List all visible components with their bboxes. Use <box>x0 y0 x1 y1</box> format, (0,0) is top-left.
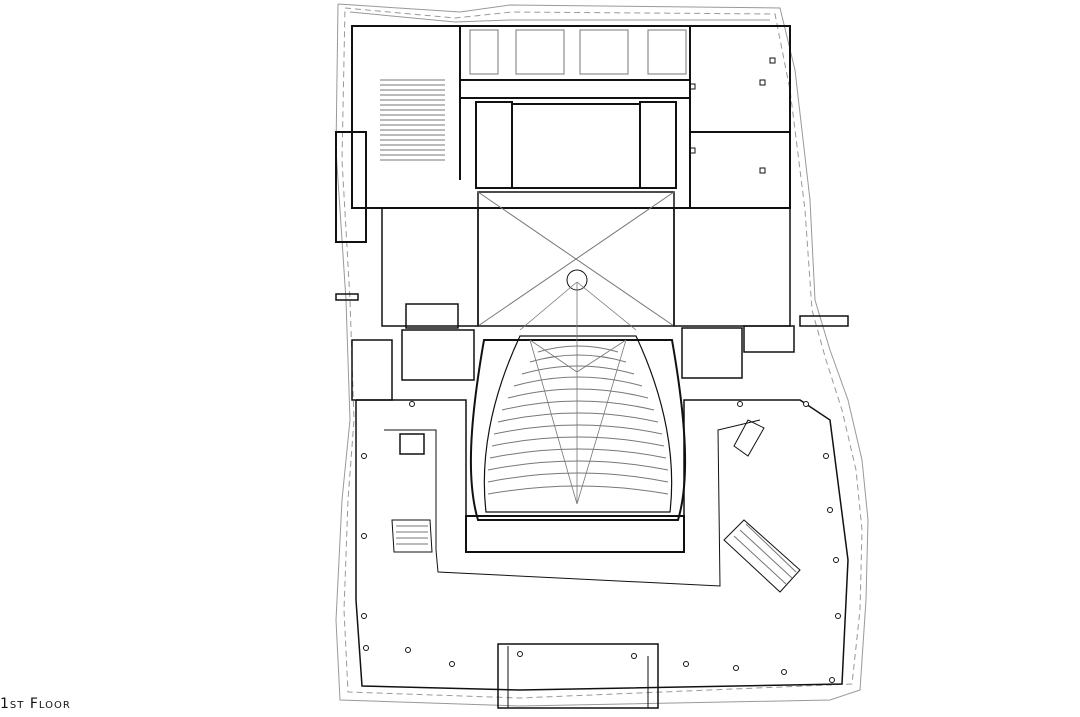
side-stage-east <box>673 207 791 327</box>
courtyard-inner <box>384 419 761 587</box>
terrace-stairs <box>391 419 801 593</box>
support-rooms <box>335 293 849 455</box>
upper-wing-columns <box>689 57 776 174</box>
terrace-outline <box>355 399 849 691</box>
upper-wing <box>335 25 791 243</box>
entry-canopy <box>497 643 659 709</box>
bridge-east <box>799 315 849 327</box>
auditorium-inner-wall <box>483 335 673 513</box>
sightlines <box>519 281 637 505</box>
envelope-thin-line <box>349 11 770 23</box>
classroom-tables <box>469 29 687 75</box>
stair-east-2 <box>723 519 801 593</box>
lecture-hall-seating <box>380 79 445 161</box>
building-envelope <box>335 3 869 707</box>
bridge-west <box>335 293 359 301</box>
elevator-lobby <box>399 433 425 455</box>
restroom-west <box>401 329 475 381</box>
auditorium <box>465 281 687 553</box>
stair-east-1 <box>733 419 765 457</box>
stair-southwest <box>391 519 433 553</box>
terrace-columns <box>361 401 841 683</box>
stair-core-southeast <box>743 325 795 353</box>
stair-core-west <box>335 131 367 243</box>
restroom-east <box>681 327 743 379</box>
stair-treads <box>396 523 797 585</box>
stage <box>381 191 791 327</box>
outer-envelope-dashed <box>341 7 863 699</box>
upper-void <box>511 103 641 189</box>
stage-diagonal-2 <box>477 191 675 327</box>
upper-wing-outline <box>351 25 791 209</box>
auditorium-lobby <box>465 515 685 553</box>
stair-core-north-right <box>639 101 677 189</box>
outer-envelope-line <box>335 3 869 707</box>
terrace <box>355 399 849 709</box>
mechanical-room-west <box>405 303 459 329</box>
stair-core-southwest <box>351 339 393 401</box>
floor-label: 1st Floor <box>0 696 71 712</box>
side-stage-west <box>381 207 479 327</box>
auditorium-outer-wall <box>469 339 687 521</box>
auditorium-seating <box>487 345 669 495</box>
stair-core-north-left <box>475 101 513 189</box>
